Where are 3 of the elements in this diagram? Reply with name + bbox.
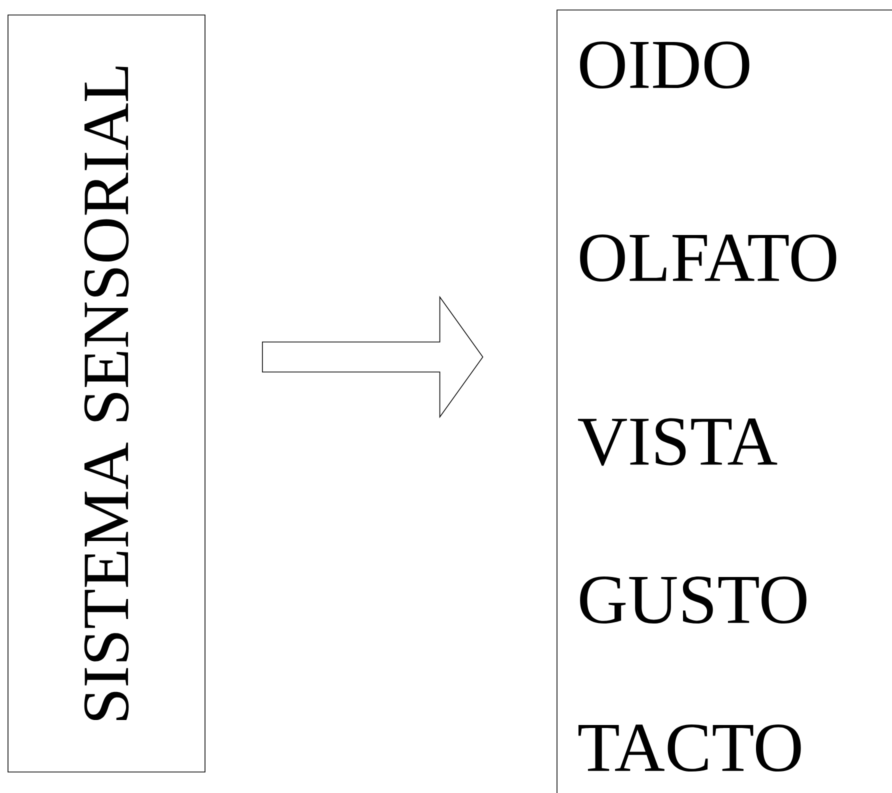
list-box: OIDO OLFATO VISTA GUSTO TACTO: [556, 10, 892, 793]
label-box: SISTEMA SENSORIAL: [8, 14, 206, 772]
block-arrow: [262, 296, 484, 418]
